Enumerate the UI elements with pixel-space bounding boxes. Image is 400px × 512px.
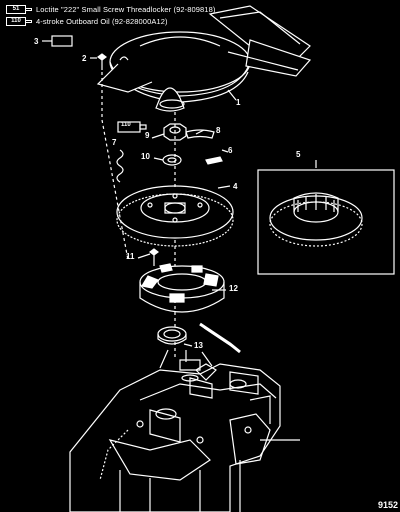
detail-inset-box bbox=[257, 169, 395, 275]
legend-text: Loctite "222" Small Screw Threadlocker (… bbox=[36, 4, 216, 14]
document-id: 9152 bbox=[377, 500, 398, 510]
callout-5: 5 bbox=[296, 150, 301, 159]
stator-screw-part bbox=[149, 248, 159, 266]
callout-10: 10 bbox=[141, 152, 150, 161]
callout-3: 3 bbox=[34, 37, 39, 46]
legend-row-oil: 110 4-stroke Outboard Oil (92-828000A12) bbox=[6, 15, 168, 27]
legend-row-threadlocker: 51 Loctite "222" Small Screw Threadlocke… bbox=[6, 3, 215, 15]
callout-13: 13 bbox=[194, 341, 203, 350]
small-label-part bbox=[205, 156, 223, 165]
decal-part bbox=[51, 35, 73, 47]
legend-code: 51 bbox=[6, 4, 26, 14]
callout-7: 7 bbox=[112, 138, 117, 147]
callout-4: 4 bbox=[233, 182, 238, 191]
flywheel-cover bbox=[96, 5, 312, 112]
screw-part bbox=[90, 53, 107, 70]
callout-11: 11 bbox=[126, 252, 135, 261]
stator-part bbox=[139, 263, 225, 313]
inline-tube-code: 110 bbox=[121, 122, 131, 128]
callout-2: 2 bbox=[82, 54, 87, 63]
callout-12: 12 bbox=[229, 284, 238, 293]
flywheel bbox=[116, 185, 234, 247]
legend-code: 110 bbox=[6, 16, 26, 26]
callout-9: 9 bbox=[145, 131, 150, 140]
callout-6: 6 bbox=[228, 146, 233, 155]
washer-part bbox=[162, 154, 182, 166]
legend-text: 4-stroke Outboard Oil (92-828000A12) bbox=[36, 16, 168, 26]
seal-part bbox=[157, 326, 187, 345]
inline-oil-tube-icon bbox=[117, 121, 147, 133]
callout-1: 1 bbox=[236, 98, 241, 107]
callout-8: 8 bbox=[216, 126, 221, 135]
wire-harness bbox=[199, 322, 241, 354]
sealant-tube-icon: 51 bbox=[6, 4, 32, 14]
oil-tube-icon: 110 bbox=[6, 16, 32, 26]
key-part bbox=[185, 129, 215, 139]
spring-part bbox=[116, 149, 124, 183]
powerhead-block bbox=[69, 349, 300, 512]
trigger-detail bbox=[269, 192, 363, 247]
